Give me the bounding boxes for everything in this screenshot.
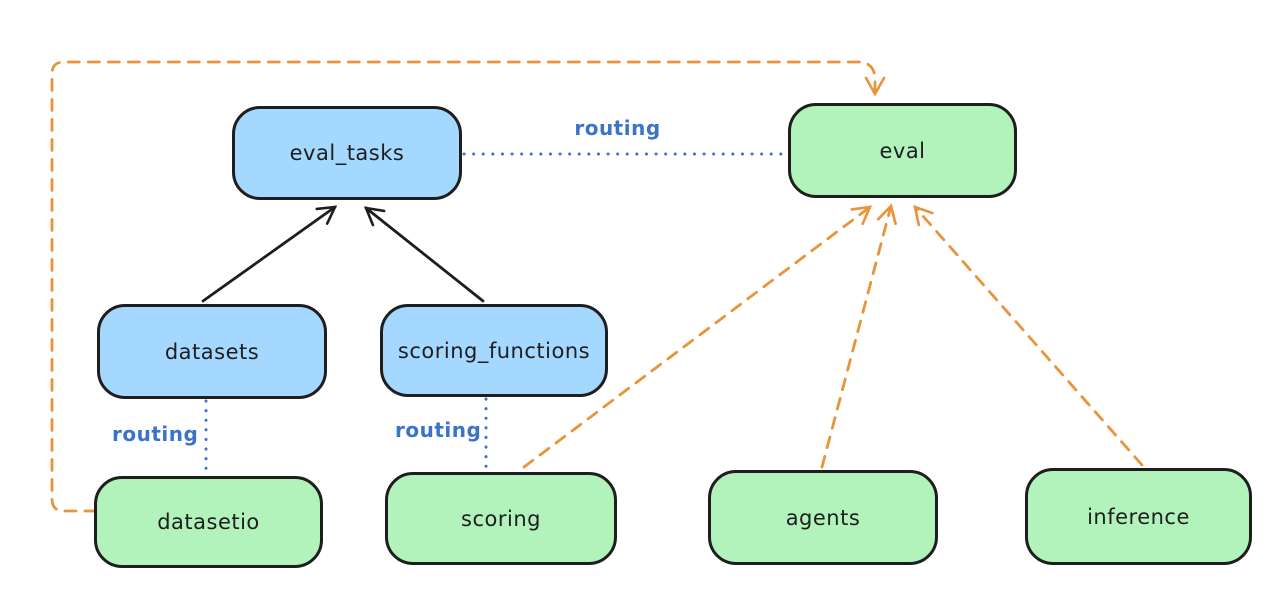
node-agents: agents (708, 470, 938, 565)
routing-label-scoring_functions-scoring: routing (395, 418, 482, 442)
node-inference: inference (1025, 468, 1252, 565)
node-eval_tasks: eval_tasks (232, 106, 462, 200)
node-datasetio: datasetio (94, 476, 323, 568)
edge-agents-to-eval-dashed-arrow (820, 203, 897, 469)
node-scoring_functions: scoring_functions (380, 304, 608, 397)
edge-scoring_functions-to-eval_tasks-arrow (363, 206, 485, 303)
edge-datasetio-to-eval-dashed-arrow (50, 60, 886, 513)
edge-inference-to-eval-dashed-arrow (913, 205, 1144, 467)
node-scoring: scoring (385, 472, 617, 565)
edge-scoring-to-eval-dashed-arrow (522, 205, 873, 469)
node-datasets: datasets (97, 304, 327, 399)
routing-label-datasets-datasetio: routing (112, 422, 199, 446)
node-eval: eval (788, 103, 1017, 198)
routing-label-eval_tasks-eval: routing (574, 116, 661, 140)
edge-datasets-to-eval_tasks-arrow (201, 205, 338, 303)
